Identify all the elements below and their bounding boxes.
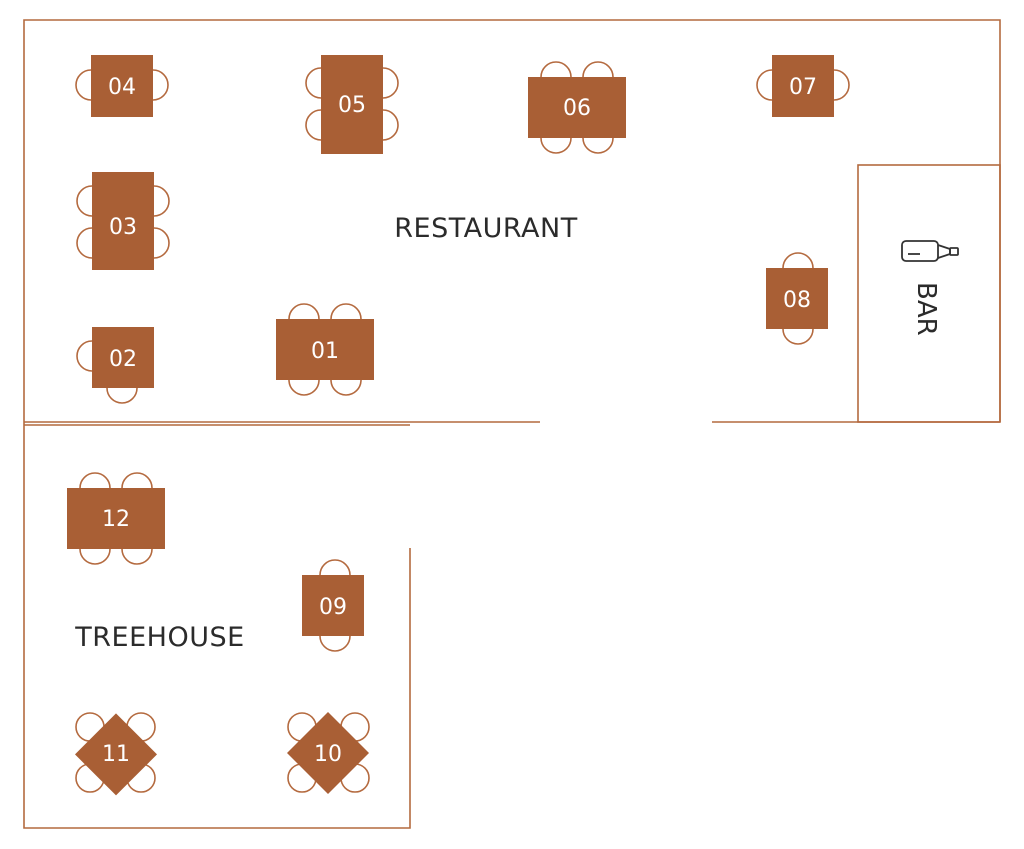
treehouse-wall: [23, 422, 411, 829]
table-05[interactable]: 05: [305, 55, 399, 154]
chair: [79, 548, 111, 565]
chair: [121, 548, 153, 565]
chair: [288, 379, 320, 396]
chair: [288, 303, 320, 320]
chair: [382, 67, 399, 99]
chair: [833, 69, 850, 101]
bar-label: BAR: [911, 282, 941, 336]
table-number: 03: [109, 215, 137, 240]
table-08[interactable]: 08: [766, 252, 828, 345]
table-number: 12: [102, 507, 130, 532]
table-top: [92, 172, 154, 270]
table-number: 10: [314, 742, 342, 767]
chair: [319, 635, 351, 652]
chair: [76, 340, 93, 372]
table-11[interactable]: 11: [74, 712, 158, 796]
chair: [582, 61, 614, 78]
chair: [756, 69, 773, 101]
chair: [782, 252, 814, 269]
restaurant-label: RESTAURANT: [394, 213, 577, 244]
table-number: 08: [783, 288, 811, 313]
table-12[interactable]: 12: [67, 472, 165, 565]
table-number: 09: [319, 595, 347, 620]
table-02[interactable]: 02: [76, 327, 154, 404]
table-number: 04: [108, 75, 136, 100]
table-number: 06: [563, 96, 591, 121]
wine-bottle-icon: [901, 240, 959, 262]
chair: [106, 387, 138, 404]
chair: [79, 472, 111, 489]
table-number: 05: [338, 93, 366, 118]
bar-area: [857, 164, 1001, 423]
chair: [330, 303, 362, 320]
table-top: [74, 713, 158, 796]
table-top: [286, 711, 370, 795]
table-top: [302, 575, 364, 636]
table-top: [91, 55, 153, 117]
table-06[interactable]: 06: [528, 61, 626, 154]
chair: [540, 137, 572, 154]
treehouse-label: TREEHOUSE: [74, 622, 244, 653]
table-07[interactable]: 07: [756, 55, 850, 117]
table-number: 01: [311, 339, 339, 364]
table-top: [528, 77, 626, 138]
chair: [540, 61, 572, 78]
table-top: [67, 488, 165, 549]
table-top: [321, 55, 383, 154]
chair: [582, 137, 614, 154]
table-top: [276, 319, 374, 380]
chair: [330, 379, 362, 396]
chair: [305, 109, 322, 141]
walls: [23, 19, 1001, 829]
table-03[interactable]: 03: [76, 172, 170, 270]
chair: [319, 559, 351, 576]
table-number: 07: [789, 75, 817, 100]
chair: [76, 185, 93, 217]
chair: [153, 185, 170, 217]
table-10[interactable]: 10: [286, 711, 370, 795]
table-01[interactable]: 01: [276, 303, 374, 396]
table-top: [766, 268, 828, 329]
chair: [305, 67, 322, 99]
table-top: [92, 327, 154, 388]
table-number: 11: [102, 742, 130, 767]
table-top: [772, 55, 834, 117]
chair: [121, 472, 153, 489]
chair: [76, 227, 93, 259]
chair: [75, 69, 92, 101]
chair: [153, 227, 170, 259]
table-04[interactable]: 04: [75, 55, 169, 117]
chair: [382, 109, 399, 141]
chair: [152, 69, 169, 101]
table-09[interactable]: 09: [302, 559, 364, 652]
table-number: 02: [109, 347, 137, 372]
chair: [782, 328, 814, 345]
